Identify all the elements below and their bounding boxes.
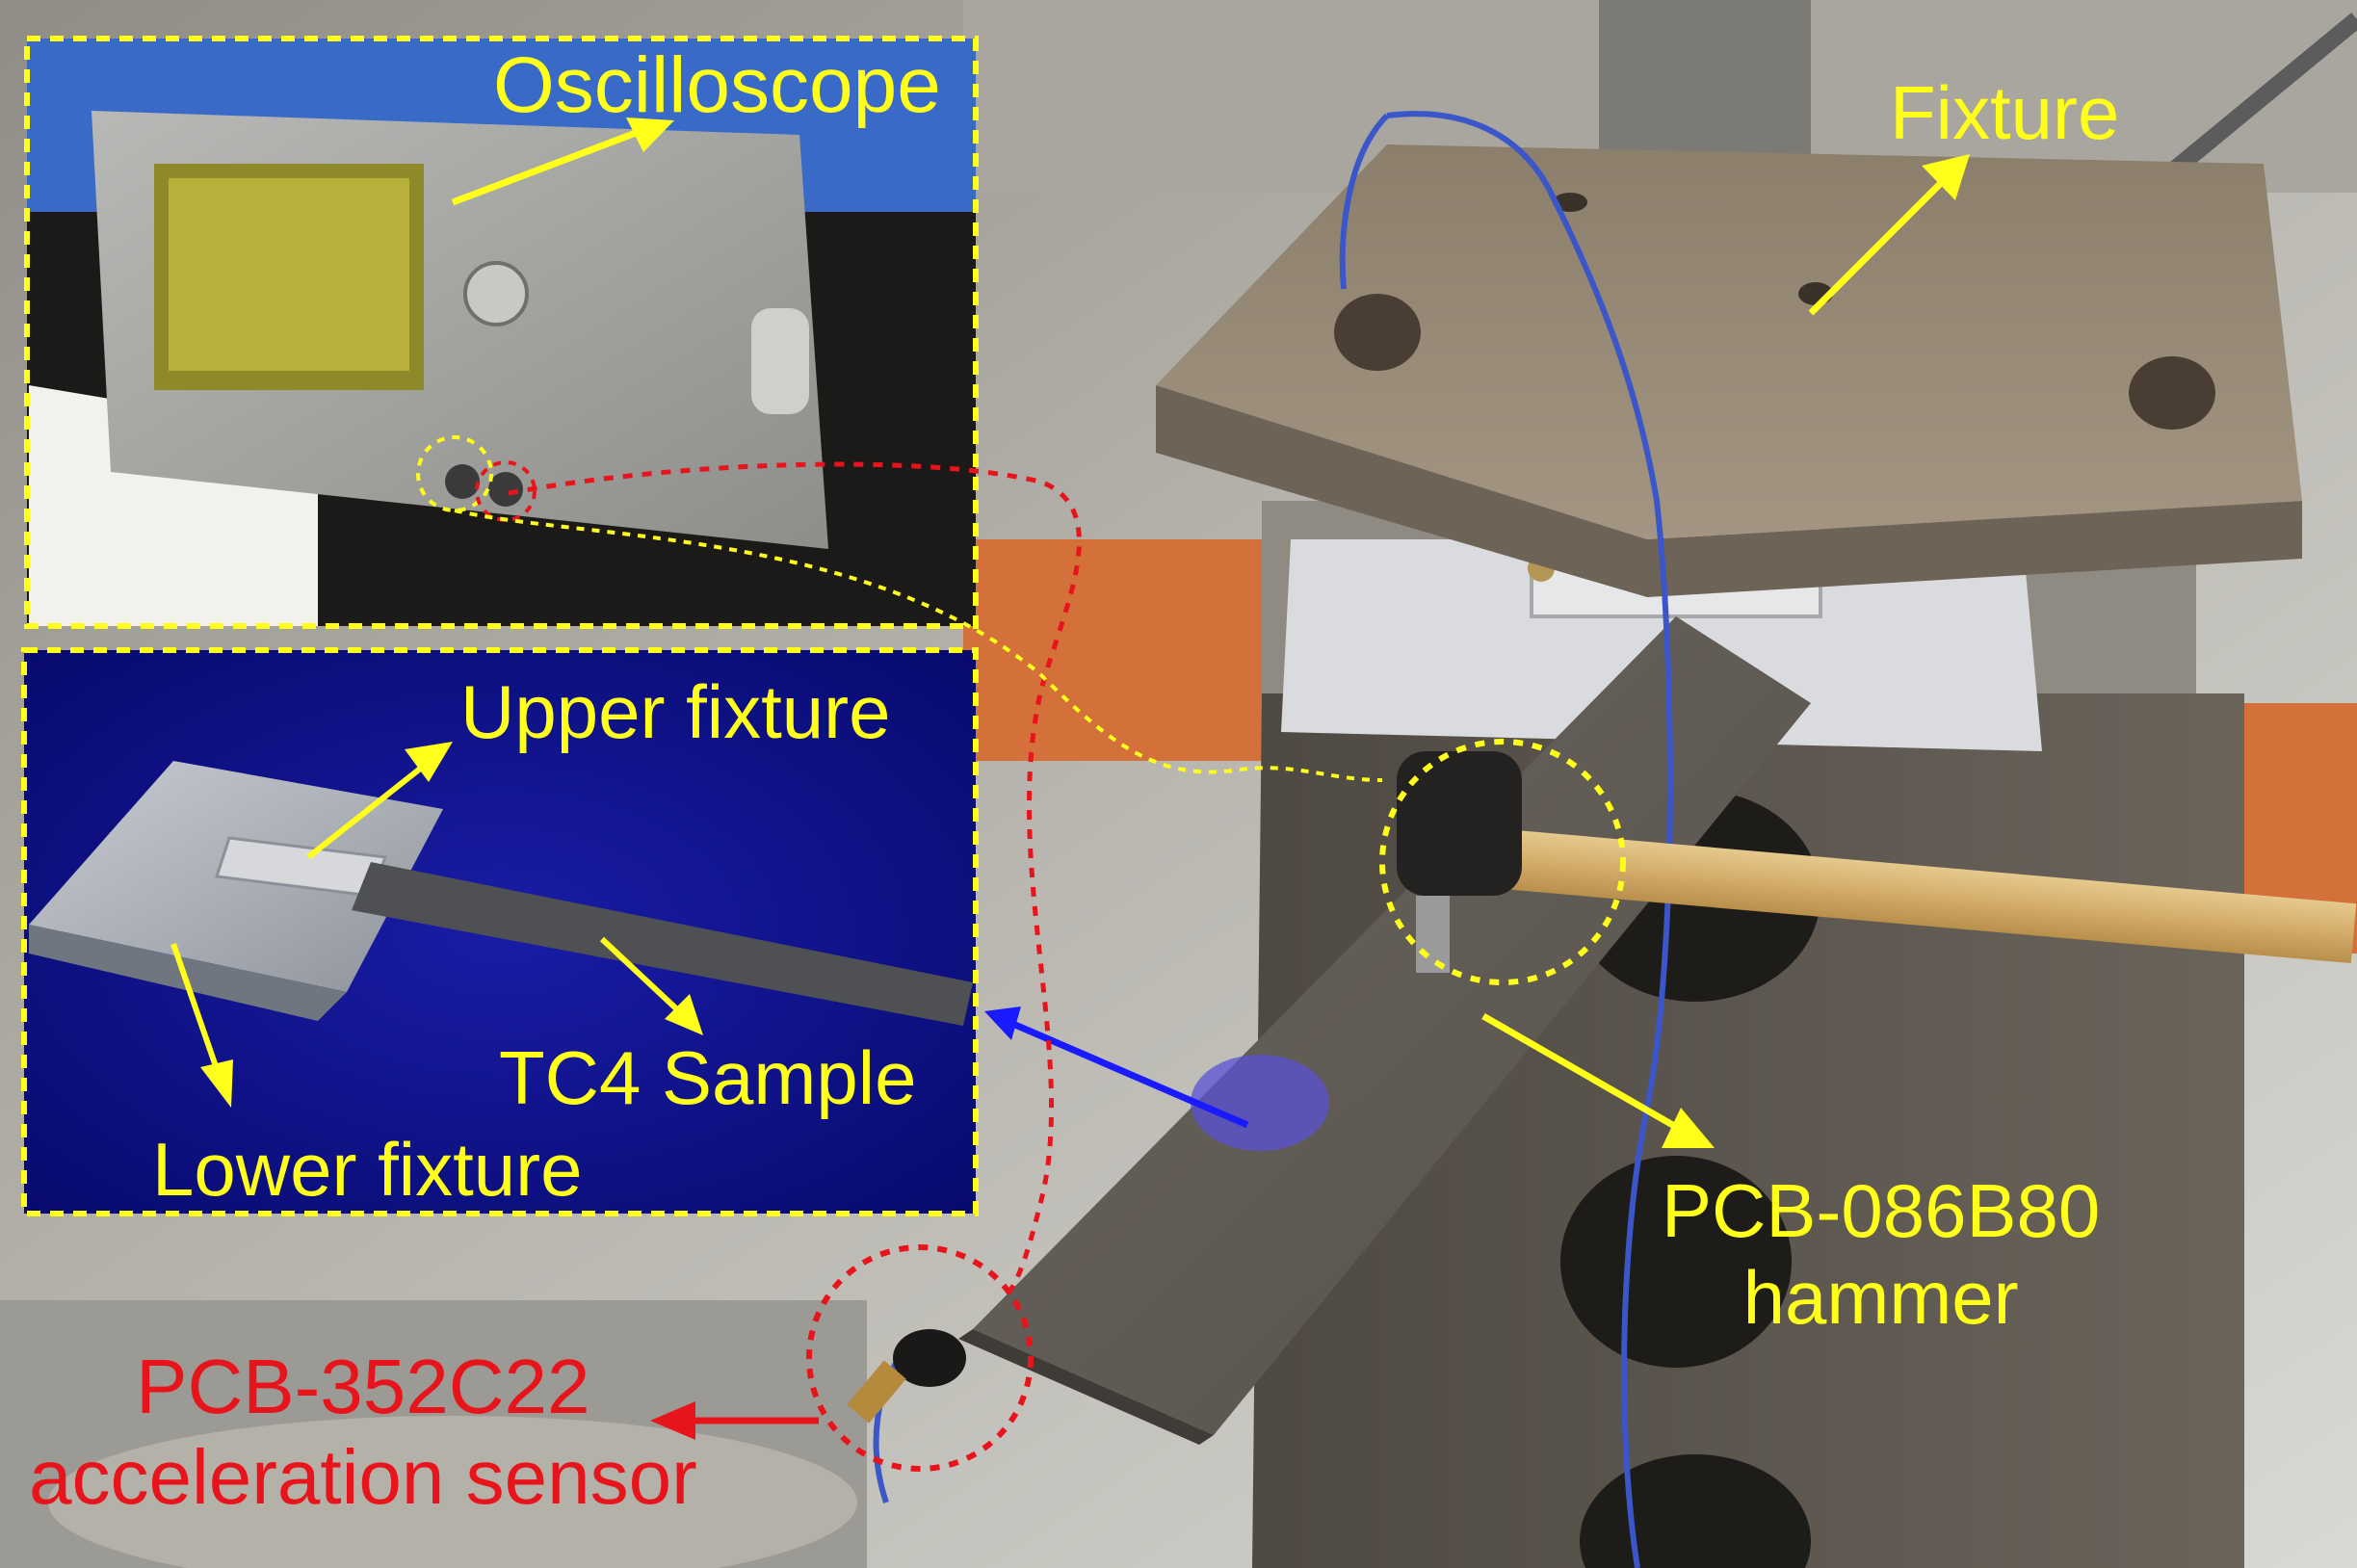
connector-highlight-red xyxy=(475,460,537,522)
column-hole-3 xyxy=(1580,1454,1811,1568)
fixture-arrow-head xyxy=(1922,154,1970,200)
lower-fixture-arrow xyxy=(170,943,220,1070)
sensor-word-text: acceleration sensor xyxy=(29,1434,697,1520)
upper-fixture-label: Upper fixture xyxy=(460,669,891,754)
oscilloscope-arrow-head xyxy=(626,118,674,152)
lower-fixture-label: Lower fixture xyxy=(152,1127,583,1212)
oscilloscope-connector xyxy=(445,464,480,499)
oscilloscope-handle xyxy=(751,308,809,414)
upper-fixture-arrow-head xyxy=(405,742,453,782)
hammer-handle xyxy=(1490,828,2357,964)
tc4-sample-arrow xyxy=(599,936,682,1014)
hammer-model-text: PCB-086B80 xyxy=(1662,1168,2101,1253)
hammer-label: PCB-086B80 hammer xyxy=(1662,1173,2100,1335)
plate-bolt xyxy=(2129,356,2215,430)
oscilloscope-connector xyxy=(488,472,523,507)
foreground-disk xyxy=(48,1416,857,1568)
fixture-label: Fixture xyxy=(1890,70,2120,155)
lower-fixture-edge xyxy=(29,925,347,1021)
pointer-arrow-blue xyxy=(1000,1015,1249,1129)
oscilloscope-inset-border xyxy=(24,36,979,629)
plate-bolt xyxy=(1334,294,1421,371)
top-plate-edge xyxy=(1156,385,2302,597)
sample-inset-border xyxy=(21,647,979,1216)
hammer-arrow xyxy=(1481,1012,1678,1131)
beam-edge xyxy=(958,1329,1214,1445)
tc4-sample-label: TC4 Sample xyxy=(499,1035,917,1120)
hammer-highlight-circle xyxy=(1379,739,1626,985)
sample-inset xyxy=(21,647,979,1216)
accelerometer-connector xyxy=(847,1360,906,1424)
accelerometer-body xyxy=(893,1329,966,1387)
oscilloscope-knob xyxy=(463,261,529,327)
oscilloscope-label: Oscilloscope xyxy=(493,41,941,129)
tc4-sample-model xyxy=(352,862,973,1026)
hammer-word-text: hammer xyxy=(1742,1255,2019,1340)
background-machine-part xyxy=(1599,0,1811,164)
cantilever-beam xyxy=(973,616,1811,1435)
fixture-arrow xyxy=(1808,175,1949,316)
sensor-highlight-circle xyxy=(806,1244,1034,1472)
signal-wire xyxy=(1386,111,1673,1568)
hammer-arrow-head xyxy=(1662,1108,1715,1148)
oscilloscope-inset xyxy=(24,36,979,629)
tc4-sample-arrow-head xyxy=(665,994,703,1035)
sensor-model-text: PCB-352C22 xyxy=(136,1344,590,1429)
signal-wire xyxy=(1339,113,1390,290)
lower-fixture-arrow-head xyxy=(200,1059,233,1108)
upper-fixture-arrow xyxy=(306,763,426,860)
hit-point-marker xyxy=(1191,1055,1329,1151)
top-plate xyxy=(1156,144,2302,539)
column-hole-2 xyxy=(1560,1156,1792,1368)
oscilloscope-arrow xyxy=(451,129,638,206)
sensor-connection-line xyxy=(508,461,1082,1302)
connector-highlight-yellow xyxy=(416,435,493,512)
oscilloscope-display xyxy=(169,178,409,371)
hammer-tip xyxy=(1416,896,1450,973)
pointer-arrow-blue-head xyxy=(984,1006,1021,1040)
plate-hole xyxy=(1553,193,1587,212)
sensor-arrow-head xyxy=(650,1401,695,1440)
hammer-head xyxy=(1397,751,1522,896)
sensor-label: PCB-352C22 acceleration sensor xyxy=(29,1348,697,1516)
